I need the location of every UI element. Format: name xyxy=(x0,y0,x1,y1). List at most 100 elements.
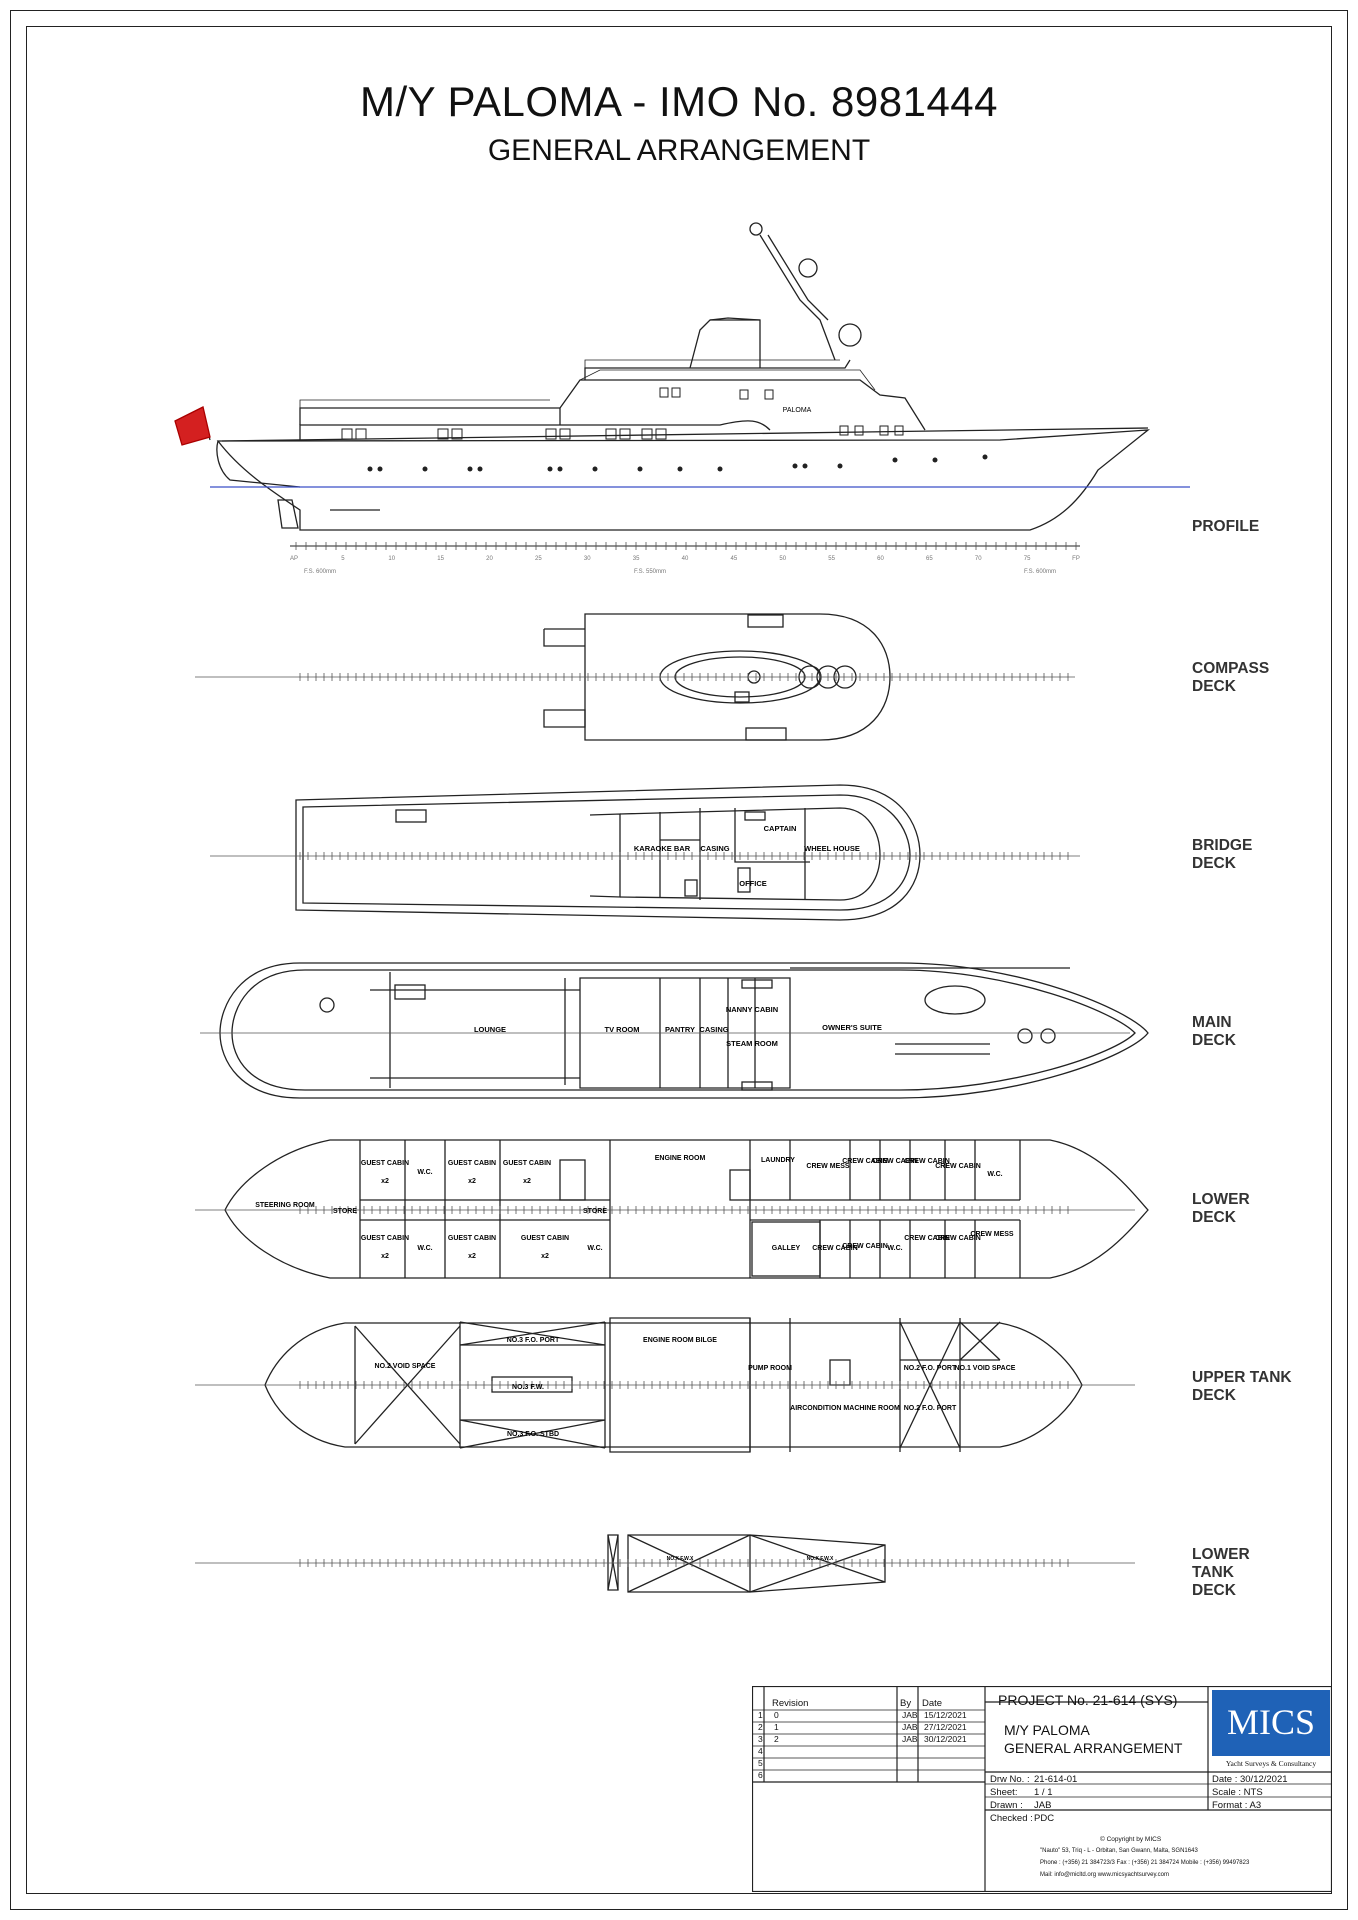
tb-scale: Scale : NTS xyxy=(1212,1787,1263,1798)
tb-copyright: © Copyright by MICS xyxy=(1100,1836,1162,1843)
room-casing-main: CASING xyxy=(699,1025,728,1034)
tb-revision-header: Revision xyxy=(772,1698,809,1709)
room-wc-2: W.C. xyxy=(417,1245,432,1252)
copyright-icon: © xyxy=(1100,1836,1105,1843)
tb-phone: Phone : (+356) 21 384723/3 Fax : (+356) … xyxy=(1040,1860,1250,1866)
tank-no2-fo-port-b: NO.2 F.O. PORT xyxy=(904,1405,957,1412)
tb-sheet: 1 / 1 xyxy=(1034,1787,1053,1798)
tank-no2-fo-port: NO.2 F.O. PORT xyxy=(904,1365,957,1372)
room-nanny-cabin: NANNY CABIN xyxy=(726,1005,778,1014)
drawing-border-outer xyxy=(10,10,1348,1910)
room-laundry: LAUNDRY xyxy=(761,1157,795,1164)
revision-n: 5 xyxy=(758,1758,763,1768)
revision-n: 1 xyxy=(758,1710,763,1720)
tb-checked-label: Checked : xyxy=(990,1813,1033,1824)
room-steam-room: STEAM ROOM xyxy=(726,1039,778,1048)
tank-no3-fo-port: NO.3 F.O. PORT xyxy=(507,1337,560,1344)
revision-n: 2 xyxy=(758,1722,763,1732)
room-guest-cabin-5-count: x2 xyxy=(468,1253,476,1260)
room-engine-room: ENGINE ROOM xyxy=(655,1155,706,1162)
room-guest-cabin-1-count: x2 xyxy=(381,1178,389,1185)
tb-by-header: By xyxy=(900,1698,912,1709)
room-crew-cabin-7: CREW CABIN xyxy=(904,1235,950,1242)
room-crew-cabin-6: CREW CABIN xyxy=(842,1243,888,1250)
room-store-aft: STORE xyxy=(333,1208,357,1215)
frame-number: AP xyxy=(290,556,298,562)
frame-number: 70 xyxy=(975,556,982,562)
frame-number: 50 xyxy=(779,556,786,562)
frame-number: 65 xyxy=(926,556,933,562)
profile-ship-name: PALOMA xyxy=(783,407,812,414)
revision-rev: 2 xyxy=(774,1734,779,1744)
tb-drw-no-label: Drw No. : xyxy=(990,1774,1030,1785)
revision-by: JAB xyxy=(902,1734,918,1744)
room-crew-cabin-5: CREW CABIN xyxy=(812,1245,858,1252)
frame-number: 75 xyxy=(1024,556,1031,562)
room-tv-room: TV ROOM xyxy=(605,1025,640,1034)
room-wc-5: W.C. xyxy=(887,1245,902,1252)
tb-drawing-title: GENERAL ARRANGEMENT xyxy=(1004,1740,1183,1756)
frame-number: 30 xyxy=(584,556,591,562)
room-guest-cabin-5: GUEST CABIN xyxy=(448,1235,496,1242)
revision-by: JAB xyxy=(902,1710,918,1720)
tb-format: Format : A3 xyxy=(1212,1800,1262,1811)
tb-date: Date : 30/12/2021 xyxy=(1212,1774,1288,1785)
room-crew-cabin-4: CREW CABIN xyxy=(935,1163,981,1170)
room-wheel-house: WHEEL HOUSE xyxy=(804,844,860,853)
room-owners-suite: OWNER'S SUITE xyxy=(822,1023,882,1032)
room-guest-cabin-4-count: x2 xyxy=(381,1253,389,1260)
room-crew-cabin-2: CREW CABIN xyxy=(872,1158,918,1165)
main-deck-view: LOUNGE TV ROOM PANTRY CASING NANNY CABIN… xyxy=(200,962,1149,1099)
mics-tagline: Yacht Surveys & Consultancy xyxy=(1225,1759,1317,1768)
room-wc-1: W.C. xyxy=(417,1169,432,1176)
room-crew-cabin-3: CREW CABIN xyxy=(904,1158,950,1165)
frame-number: 35 xyxy=(633,556,640,562)
room-casing: CASING xyxy=(700,844,729,853)
frame-number: FP xyxy=(1072,556,1080,562)
frame-number: 25 xyxy=(535,556,542,562)
frame-number: 10 xyxy=(388,556,395,562)
tank-pump-room: PUMP ROOM xyxy=(748,1365,792,1372)
frame-spacing-label: F.S. 600mm xyxy=(304,569,336,575)
tb-sheet-label: Sheet: xyxy=(990,1787,1018,1798)
label-profile: PROFILE xyxy=(1192,518,1260,535)
tb-vessel: M/Y PALOMA xyxy=(1004,1722,1090,1738)
room-guest-cabin-6-count: x2 xyxy=(541,1253,549,1260)
tank-engine-room-bilge: ENGINE ROOM BILGE xyxy=(643,1337,717,1344)
tank-lower-b: NO.X F.W.X xyxy=(807,1556,834,1562)
tank-aircondition: AIRCONDITION MACHINE ROOM xyxy=(790,1405,900,1412)
room-crew-mess-1: CREW MESS xyxy=(806,1163,850,1170)
frame-number: 60 xyxy=(877,556,884,562)
room-lounge: LOUNGE xyxy=(474,1025,506,1034)
revision-n: 4 xyxy=(758,1746,763,1756)
tb-drawn: JAB xyxy=(1034,1800,1052,1811)
revision-rev: 1 xyxy=(774,1722,779,1732)
room-captain: CAPTAIN xyxy=(764,824,797,833)
tb-checked: PDC xyxy=(1034,1813,1055,1824)
tb-drawn-label: Drawn : xyxy=(990,1800,1023,1811)
room-guest-cabin-1: GUEST CABIN xyxy=(361,1160,409,1167)
mics-logo: MICS xyxy=(1212,1690,1330,1756)
room-office: OFFICE xyxy=(739,879,767,888)
room-galley: GALLEY xyxy=(772,1245,801,1252)
room-crew-mess-2: CREW MESS xyxy=(970,1231,1014,1238)
tank-no2-void: NO.2 VOID SPACE xyxy=(375,1363,436,1370)
room-steering-room: STEERING ROOM xyxy=(255,1202,315,1209)
lower-deck-view: STEERING ROOM STORE GUEST CABIN x2 W.C. … xyxy=(195,1139,1149,1279)
room-crew-cabin-1: CREW CABIN xyxy=(842,1158,888,1165)
room-store-fwd: STORE xyxy=(583,1208,607,1215)
upper-tank-deck-view: NO.2 VOID SPACE NO.3 F.O. PORT NO.3 F.W.… xyxy=(195,1317,1135,1453)
room-wc-3: W.C. xyxy=(587,1245,602,1252)
tb-address: "Nauto" 53, Triq - L - Orbitan, San Gwan… xyxy=(1040,1848,1198,1854)
frame-number: 45 xyxy=(731,556,738,562)
lower-tank-deck-view: NO.X F.W.X NO.X F.W.X xyxy=(195,1534,1135,1593)
tank-no3-fw: NO.3 F.W. xyxy=(512,1384,544,1391)
revision-rev: 0 xyxy=(774,1710,779,1720)
room-guest-cabin-2-count: x2 xyxy=(468,1178,476,1185)
